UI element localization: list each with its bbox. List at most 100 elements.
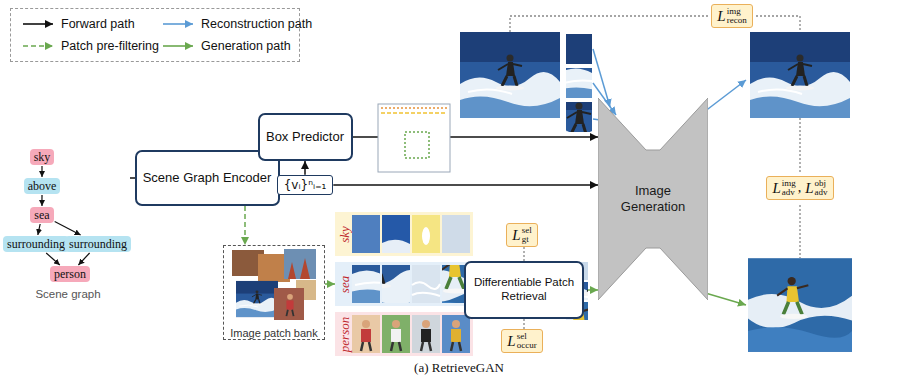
legend-item: Forward path bbox=[21, 17, 135, 31]
loss-link bbox=[756, 16, 800, 32]
object-node: sky bbox=[30, 149, 55, 165]
graph-label: Scene graph bbox=[35, 288, 100, 300]
legend-item: Generation path bbox=[161, 39, 291, 53]
category-band: person bbox=[335, 312, 473, 356]
loss-box: Limgadv,Lobjadv bbox=[766, 176, 833, 200]
loss-symbol: L bbox=[805, 181, 813, 196]
loss-subscript: adv bbox=[782, 188, 796, 197]
connector bbox=[38, 224, 40, 235]
sky-patch bbox=[382, 215, 410, 253]
sea-patch bbox=[412, 265, 440, 303]
person-patch bbox=[352, 315, 380, 353]
legend-text: Patch pre-filtering bbox=[61, 39, 159, 53]
loss-formula: Lseloccur bbox=[507, 332, 536, 350]
retrieval-box: Differentiable Patch Retrieval bbox=[464, 261, 584, 319]
sea-patch bbox=[412, 282, 440, 296]
relation-node: surrounding bbox=[65, 236, 131, 252]
sky-patch bbox=[352, 215, 380, 253]
loss-symbol: L bbox=[717, 9, 725, 24]
loss-subscript: recon bbox=[727, 16, 747, 25]
legend-box: Forward pathReconstruction pathPatch pre… bbox=[10, 8, 300, 62]
object-node: sea bbox=[30, 207, 53, 223]
bank-photo bbox=[284, 249, 316, 279]
loss-symbol: L bbox=[772, 181, 780, 196]
legend-sample bbox=[21, 17, 55, 31]
loss-superscript: sel bbox=[517, 332, 537, 341]
loss-subscript: gt bbox=[522, 235, 532, 244]
script-stack: imgrecon bbox=[727, 7, 747, 25]
node-text: person bbox=[338, 316, 351, 351]
legend-sample bbox=[161, 39, 195, 53]
loss-formula: Lselgt bbox=[512, 226, 531, 244]
loss-link bbox=[799, 118, 800, 172]
node-text: above bbox=[28, 179, 57, 193]
connector bbox=[325, 283, 335, 285]
reconstruction-arrow bbox=[593, 49, 610, 107]
reconstructed-photo bbox=[750, 32, 850, 118]
generator-shape: Image Generation bbox=[598, 98, 708, 300]
connector bbox=[244, 206, 246, 245]
object-node: person bbox=[50, 266, 90, 282]
loss-symbol: L bbox=[512, 228, 520, 243]
sky-patch bbox=[412, 215, 440, 253]
loss-subscript: adv bbox=[815, 188, 828, 197]
person-patch bbox=[382, 315, 410, 353]
script-stack: imgadv bbox=[782, 179, 796, 197]
legend-sample bbox=[163, 23, 193, 25]
bank-photo bbox=[236, 281, 278, 317]
patch-crop bbox=[556, 23, 656, 109]
loss-box: Limgrecon bbox=[711, 4, 752, 28]
category-band: sky bbox=[335, 212, 473, 256]
loss-link bbox=[510, 16, 709, 32]
generator-outline bbox=[598, 98, 708, 300]
loss-box: Lseloccur bbox=[501, 329, 542, 353]
sky-patch bbox=[442, 215, 470, 253]
connector bbox=[523, 319, 524, 329]
layout-box bbox=[381, 112, 447, 114]
layout-canvas bbox=[378, 104, 450, 172]
relation-node: surrounding bbox=[3, 236, 69, 252]
person-patch bbox=[421, 320, 431, 351]
connector bbox=[41, 166, 42, 177]
person-patch bbox=[412, 315, 440, 353]
node-text: {vᵢ}ⁿᵢ₌₁ bbox=[284, 178, 327, 192]
script-stack: selgt bbox=[522, 226, 532, 244]
generated-photo bbox=[748, 258, 852, 352]
loss-link bbox=[799, 205, 800, 258]
person-patch bbox=[361, 320, 371, 351]
input-photo bbox=[460, 32, 560, 118]
legend-sample bbox=[23, 23, 53, 25]
layout-box bbox=[405, 132, 429, 158]
node-text: Box Predictor bbox=[266, 129, 344, 145]
person-patch bbox=[391, 320, 401, 351]
feature-box: {vᵢ}ⁿᵢ₌₁ bbox=[277, 175, 334, 195]
node-text: surrounding bbox=[69, 237, 127, 251]
node-text: sky bbox=[34, 150, 51, 164]
loss-separator: , bbox=[798, 181, 802, 195]
loss-superscript: obj bbox=[815, 179, 828, 188]
connector bbox=[523, 247, 524, 261]
person-patch bbox=[442, 315, 470, 353]
node-text: Differentiable Patch Retrieval bbox=[466, 276, 582, 304]
loss-box: Lselgt bbox=[506, 223, 537, 247]
category-band: sea bbox=[335, 262, 473, 306]
legend-sample bbox=[21, 39, 55, 53]
predictor-box: Box Predictor bbox=[258, 113, 353, 161]
loss-superscript: sel bbox=[522, 226, 532, 235]
node-text: surrounding bbox=[7, 237, 65, 251]
node-text: sea bbox=[338, 275, 351, 292]
reconstruction-arrow bbox=[704, 80, 746, 112]
connector bbox=[333, 184, 598, 186]
connector bbox=[46, 253, 60, 265]
loss-superscript: img bbox=[782, 179, 796, 188]
person-patch bbox=[451, 320, 461, 351]
band-fill bbox=[335, 212, 473, 256]
legend-item: Patch pre-filtering bbox=[21, 39, 159, 53]
legend-text: Generation path bbox=[201, 39, 291, 53]
patch-crop bbox=[556, 23, 656, 109]
connector bbox=[41, 195, 42, 206]
legend-sample bbox=[163, 45, 193, 47]
bank-photo bbox=[274, 288, 304, 320]
layout-box bbox=[381, 107, 447, 109]
